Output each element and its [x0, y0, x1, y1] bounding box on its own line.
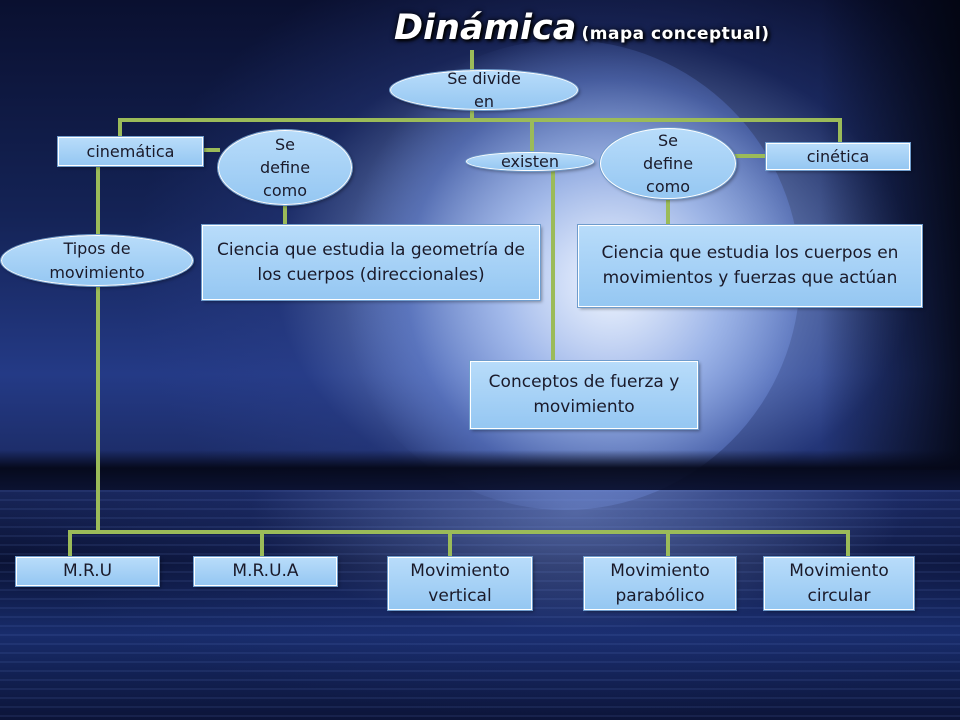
node-movimiento-parabolico: Movimiento parabólico	[584, 557, 736, 610]
node-def-cinetica-label: Ciencia que estudia los cuerpos en movim…	[601, 243, 899, 288]
node-conceptos: Conceptos de fuerza y movimiento	[470, 361, 698, 429]
node-se-define-como-left: Se define como	[218, 130, 352, 205]
title-subtitle: (mapa conceptual)	[581, 24, 770, 44]
node-mru: M.R.U	[16, 557, 159, 586]
node-existen-label: existen	[500, 151, 560, 171]
node-se-define-como-right: Se define como	[600, 128, 736, 199]
node-cinematica-label: cinemática	[86, 141, 175, 161]
node-def-cinematica-label: Ciencia que estudia la geometría de los …	[217, 239, 525, 285]
node-conceptos-label: Conceptos de fuerza y movimiento	[488, 372, 680, 417]
node-mru-label: M.R.U	[62, 561, 113, 582]
node-movimiento-circular: Movimiento circular	[764, 557, 914, 610]
node-movimiento-vertical-label: Movimiento vertical	[410, 560, 510, 606]
diagram-title: Dinámica (mapa conceptual)	[394, 8, 769, 48]
node-tipos-de-movimiento: Tipos de movimiento	[1, 235, 193, 286]
node-cinetica: cinética	[766, 143, 910, 170]
node-mrua-label: M.R.U.A	[232, 561, 299, 582]
node-se-define-como-left-label: Se define como	[259, 134, 311, 201]
node-existen: existen	[466, 152, 594, 171]
node-se-divide-en: Se divide en	[390, 68, 578, 111]
node-cinetica-label: cinética	[806, 146, 870, 166]
node-tipos-de-movimiento-label: Tipos de movimiento	[49, 239, 145, 282]
node-def-cinematica: Ciencia que estudia la geometría de los …	[202, 225, 540, 300]
node-cinematica: cinemática	[58, 137, 203, 166]
node-se-define-como-right-label: Se define como	[642, 130, 694, 197]
node-movimiento-vertical: Movimiento vertical	[388, 557, 532, 610]
node-movimiento-circular-label: Movimiento circular	[789, 560, 889, 606]
title-main: Dinámica	[394, 8, 577, 48]
node-def-cinetica: Ciencia que estudia los cuerpos en movim…	[578, 225, 922, 307]
node-se-divide-en-label: Se divide en	[447, 68, 521, 111]
node-movimiento-parabolico-label: Movimiento parabólico	[610, 560, 710, 606]
node-mrua: M.R.U.A	[194, 557, 337, 586]
horizon-background	[0, 450, 960, 490]
